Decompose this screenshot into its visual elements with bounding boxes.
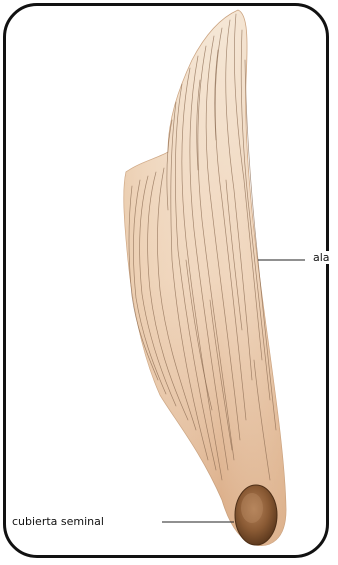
seed-coat-label: cubierta seminal	[12, 515, 106, 528]
wing-label: ala	[312, 251, 330, 264]
